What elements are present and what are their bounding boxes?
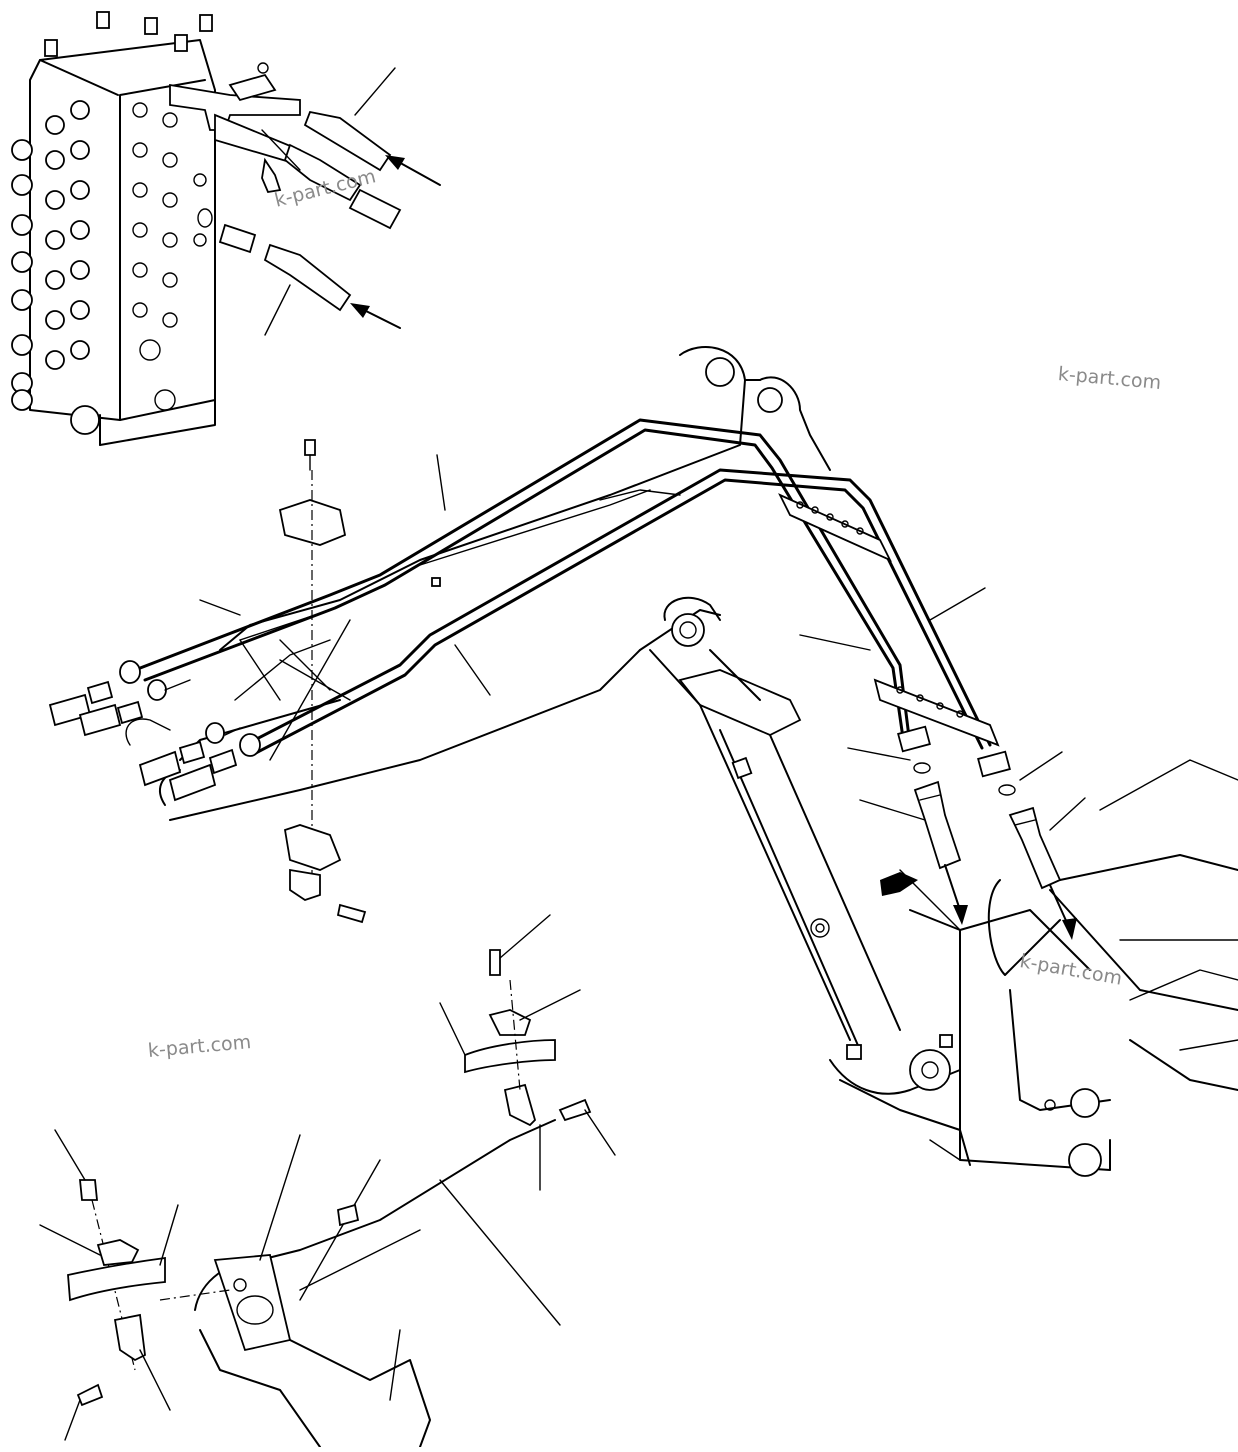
boom-foot-frame: [829, 759, 1238, 1177]
valve-ports-face: [132, 102, 207, 411]
boom-outline: [125, 346, 831, 821]
control-valve: [11, 11, 402, 446]
o-ring-and-nipple: [197, 208, 352, 312]
leader-lines-top: [261, 67, 396, 336]
arm-bracket-lower: [159, 1119, 561, 1448]
valve-top-fittings: [44, 11, 213, 57]
boom-cylinder: [649, 596, 901, 1060]
clamp-assembly-center: [278, 439, 367, 924]
boom-pipe-upper: [133, 418, 912, 747]
hose-fittings-right: [897, 725, 1062, 890]
boom-fittings-left: [48, 660, 261, 802]
pipe-adapter-upper: [283, 110, 402, 230]
pipe-clamps: [431, 493, 1000, 747]
clamp-assembly-lower-left: [39, 1129, 179, 1441]
valve-spool-caps-left: [11, 100, 100, 435]
boom-pipe-lower: [243, 468, 992, 757]
clamp-assembly-lower-center: [439, 914, 616, 1191]
arrows-top: [350, 155, 441, 329]
misc-lines: [199, 489, 681, 701]
arrows-right: [880, 864, 1077, 940]
leader-lines-right: [436, 454, 1086, 831]
